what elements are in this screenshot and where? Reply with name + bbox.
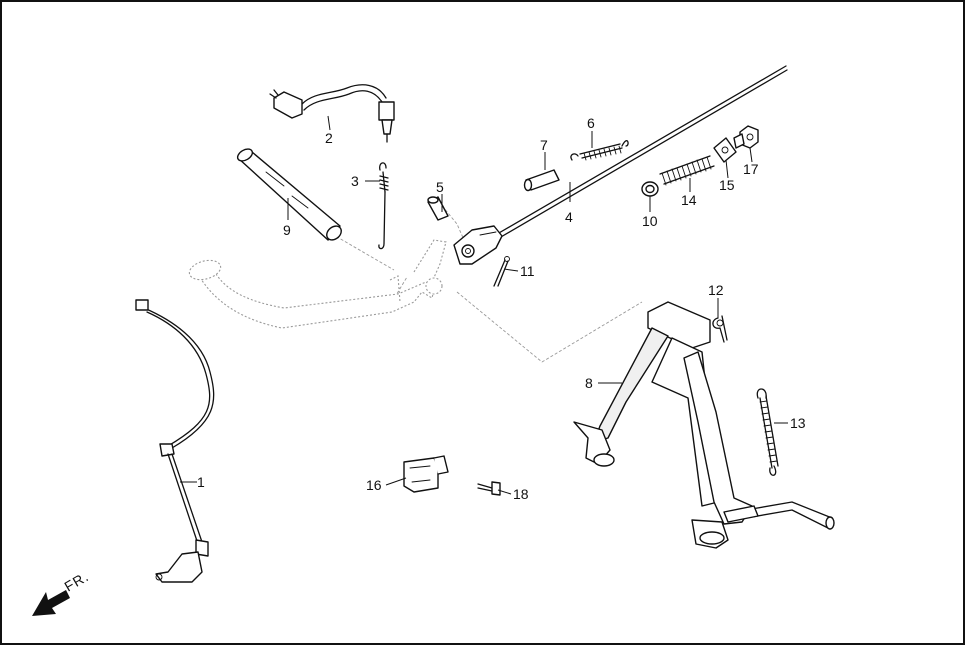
part-17-adjuster-nut <box>733 125 759 149</box>
callout-18: 18 <box>513 486 529 502</box>
callout-numbers: 1 2 3 4 5 6 7 8 9 10 11 12 13 14 15 16 1… <box>197 115 806 502</box>
callout-16: 16 <box>366 477 382 493</box>
brake-pedal-reference-outline <box>188 239 447 329</box>
callout-4: 4 <box>565 209 573 225</box>
callout-8: 8 <box>585 375 593 391</box>
callout-6: 6 <box>587 115 595 131</box>
part-15-adjuster-joint <box>713 137 737 163</box>
front-direction-indicator: FR. <box>32 568 92 616</box>
callout-leader-lines <box>180 115 788 495</box>
part-10-washer <box>641 181 659 197</box>
part-8-main-stand <box>573 301 835 549</box>
callout-1: 1 <box>197 474 205 490</box>
part-12-pin-clip <box>712 315 728 343</box>
callout-11: 11 <box>520 263 535 279</box>
part-3-return-spring <box>378 162 389 250</box>
callout-2: 2 <box>325 130 333 146</box>
part-6-tension-spring <box>570 140 629 161</box>
callout-7: 7 <box>540 137 548 153</box>
part-1-brake-cable <box>135 299 215 583</box>
part-5-clevis-pin <box>427 196 449 221</box>
callout-13: 13 <box>790 415 806 431</box>
part-11-cotter-pin <box>493 256 510 287</box>
callout-15: 15 <box>719 177 735 193</box>
assembly-guide-lines <box>331 201 643 363</box>
front-arrow-icon <box>32 590 70 616</box>
part-13-stand-spring <box>756 388 779 476</box>
callout-14: 14 <box>681 192 697 208</box>
part-9-pivot-shaft <box>236 148 342 241</box>
callout-17: 17 <box>743 161 759 177</box>
part-7-rod-sleeve <box>523 169 560 192</box>
part-16-cable-bracket <box>403 455 449 493</box>
callout-3: 3 <box>351 173 359 189</box>
callout-5: 5 <box>436 179 444 195</box>
part-4-brake-rod <box>453 65 788 265</box>
callout-9: 9 <box>283 222 291 238</box>
callout-10: 10 <box>642 213 658 229</box>
callout-12: 12 <box>708 282 724 298</box>
part-2-brake-switch <box>269 84 395 143</box>
part-18-bolt <box>477 481 501 496</box>
part-14-adjuster-spring <box>659 155 715 186</box>
